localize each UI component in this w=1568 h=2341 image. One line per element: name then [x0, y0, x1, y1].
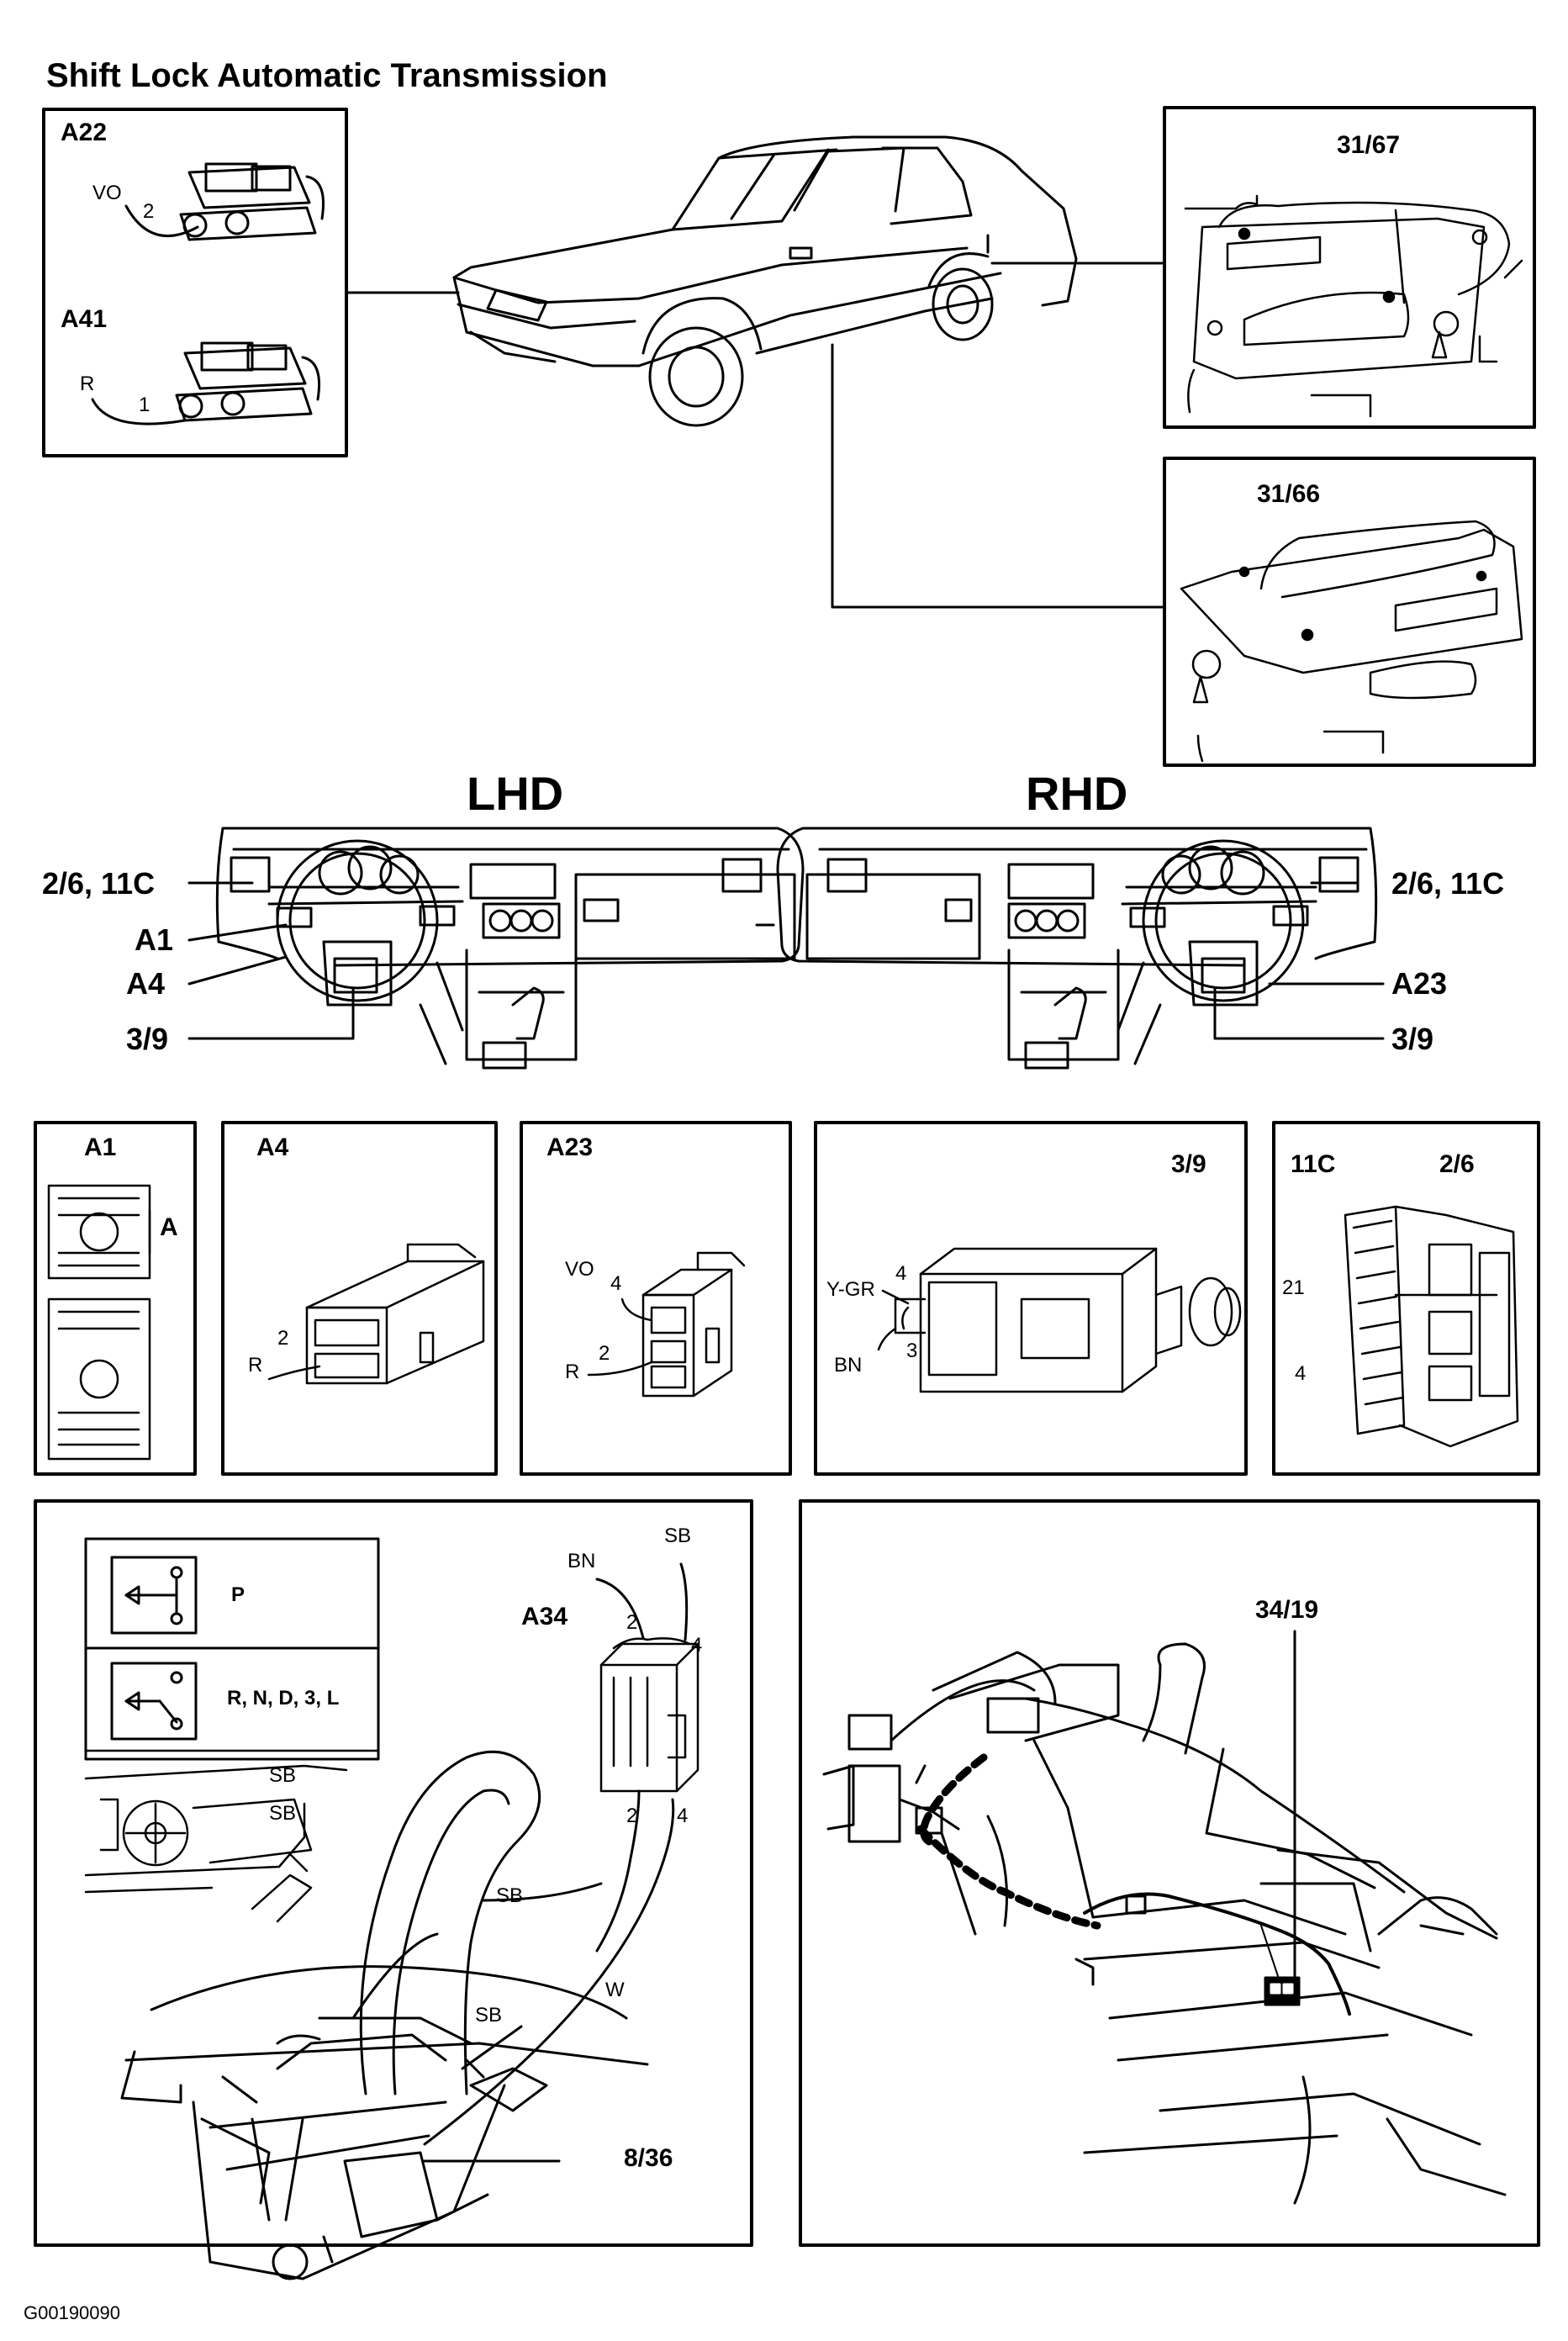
- wire-sb-low: SB: [475, 2004, 503, 2027]
- rhd-dashboard-drawing: [776, 827, 1378, 1070]
- a41-connector-drawing: [91, 341, 321, 425]
- a4-connector-drawing: [267, 1243, 485, 1385]
- a34-connector-drawing: [599, 1637, 700, 1793]
- a23-wire-1: VO: [565, 1258, 594, 1281]
- s39-pin-1: 4: [895, 1262, 907, 1285]
- c11-pin-2: 4: [1295, 1362, 1307, 1385]
- a4-panel: [221, 1121, 498, 1476]
- rhd-label-fuse: 2/6, 11C: [1391, 866, 1505, 901]
- c11-fusebox-drawing: [1344, 1205, 1519, 1448]
- lhd-label-s39: 3/9: [126, 1022, 169, 1056]
- console-harness: [916, 1753, 1351, 2016]
- a1-panel: [34, 1121, 197, 1476]
- legend-drive-label: R, N, D, 3, L: [227, 1687, 340, 1710]
- front-door-panel: [1163, 106, 1536, 429]
- a41-label: A41: [61, 305, 108, 333]
- a22-a41-panel: [42, 108, 348, 457]
- a4-pin: 2: [277, 1327, 289, 1350]
- shifter-part-label: 8/36: [624, 2144, 673, 2172]
- lhd-label-fuse: 2/6, 11C: [42, 866, 156, 901]
- a22-wire-color: VO: [92, 182, 122, 204]
- c11-label-1: 11C: [1291, 1150, 1336, 1178]
- wire-sb-mid: SB: [496, 1884, 524, 1907]
- lhd-label-a1: A1: [135, 922, 174, 957]
- a34-pin-2-bottom: 2: [626, 1805, 638, 1827]
- rear-door-panel: [1163, 457, 1536, 767]
- a34-pin-2-top: 2: [626, 1611, 638, 1634]
- a34-pin-4-bottom: 4: [677, 1805, 689, 1827]
- shifter-wires: [221, 1562, 689, 2163]
- a23-label: A23: [546, 1134, 594, 1161]
- a4-wire-color: R: [248, 1354, 263, 1377]
- rhd-label-a23: A23: [1391, 966, 1448, 1001]
- a34-pin-4-top: 4: [691, 1634, 703, 1657]
- a23-panel: [520, 1121, 792, 1476]
- a34-wire-sb-top: SB: [664, 1525, 692, 1547]
- inset-sb-1: SB: [269, 1764, 297, 1787]
- a1-side-label: A: [160, 1213, 178, 1241]
- page-title: Shift Lock Automatic Transmission: [46, 57, 608, 94]
- rhd-label-s39: 3/9: [1391, 1022, 1434, 1056]
- rhd-heading: RHD: [1026, 767, 1128, 820]
- shifter-inset-drawing: [84, 1749, 380, 1923]
- front-door-part: 31/67: [1337, 131, 1401, 159]
- a34-wire-bn: BN: [568, 1550, 596, 1572]
- s39-switch-drawing: [877, 1247, 1242, 1393]
- a22-pin: 2: [143, 200, 155, 223]
- a22-connector-drawing: [124, 162, 325, 241]
- rear-door-part: 31/66: [1257, 480, 1321, 508]
- a23-connector-drawing: [587, 1251, 746, 1398]
- console-drawing: [822, 1642, 1507, 2205]
- lhd-label-a4: A4: [126, 966, 166, 1001]
- a1-label: A1: [84, 1134, 117, 1161]
- s39-panel: [814, 1121, 1248, 1476]
- a4-label: A4: [256, 1134, 289, 1161]
- shift-lever-drawing: [120, 1750, 649, 2280]
- console-panel: [799, 1499, 1540, 2247]
- wire-w: W: [605, 1979, 625, 2001]
- a23-pin-1: 4: [610, 1272, 622, 1295]
- car-illustration: [452, 135, 1078, 427]
- a34-label: A34: [521, 1603, 568, 1630]
- front-door-drawing: [1184, 194, 1523, 418]
- s39-wire-1: Y-GR: [826, 1278, 875, 1301]
- a22-label: A22: [61, 119, 108, 146]
- a41-wire-color: R: [80, 373, 95, 395]
- console-part-label: 34/19: [1255, 1596, 1319, 1624]
- a1-connector-drawing: [47, 1184, 151, 1461]
- legend-switch-symbols: [124, 1566, 183, 1731]
- lhd-dashboard-drawing: [215, 827, 805, 1070]
- s39-wire-2: BN: [834, 1354, 863, 1377]
- legend-park-label: P: [231, 1583, 245, 1606]
- shifter-panel: [34, 1499, 753, 2247]
- a23-wire-2: R: [565, 1361, 580, 1383]
- rear-door-drawing: [1180, 520, 1523, 763]
- c11-panel: [1272, 1121, 1540, 1476]
- c11-label-2: 2/6: [1439, 1150, 1475, 1178]
- figure-code: G00190090: [24, 2302, 120, 2323]
- leader-rear-door: [831, 343, 1166, 609]
- s39-label: 3/9: [1171, 1150, 1206, 1178]
- a23-pin-2: 2: [599, 1342, 610, 1365]
- s39-pin-2: 3: [906, 1340, 918, 1362]
- a41-pin: 1: [139, 394, 150, 416]
- c11-pin-1: 21: [1282, 1276, 1305, 1299]
- inset-sb-2: SB: [269, 1802, 297, 1825]
- dash-leader-lines: [187, 881, 1385, 1040]
- lhd-heading: LHD: [467, 767, 564, 820]
